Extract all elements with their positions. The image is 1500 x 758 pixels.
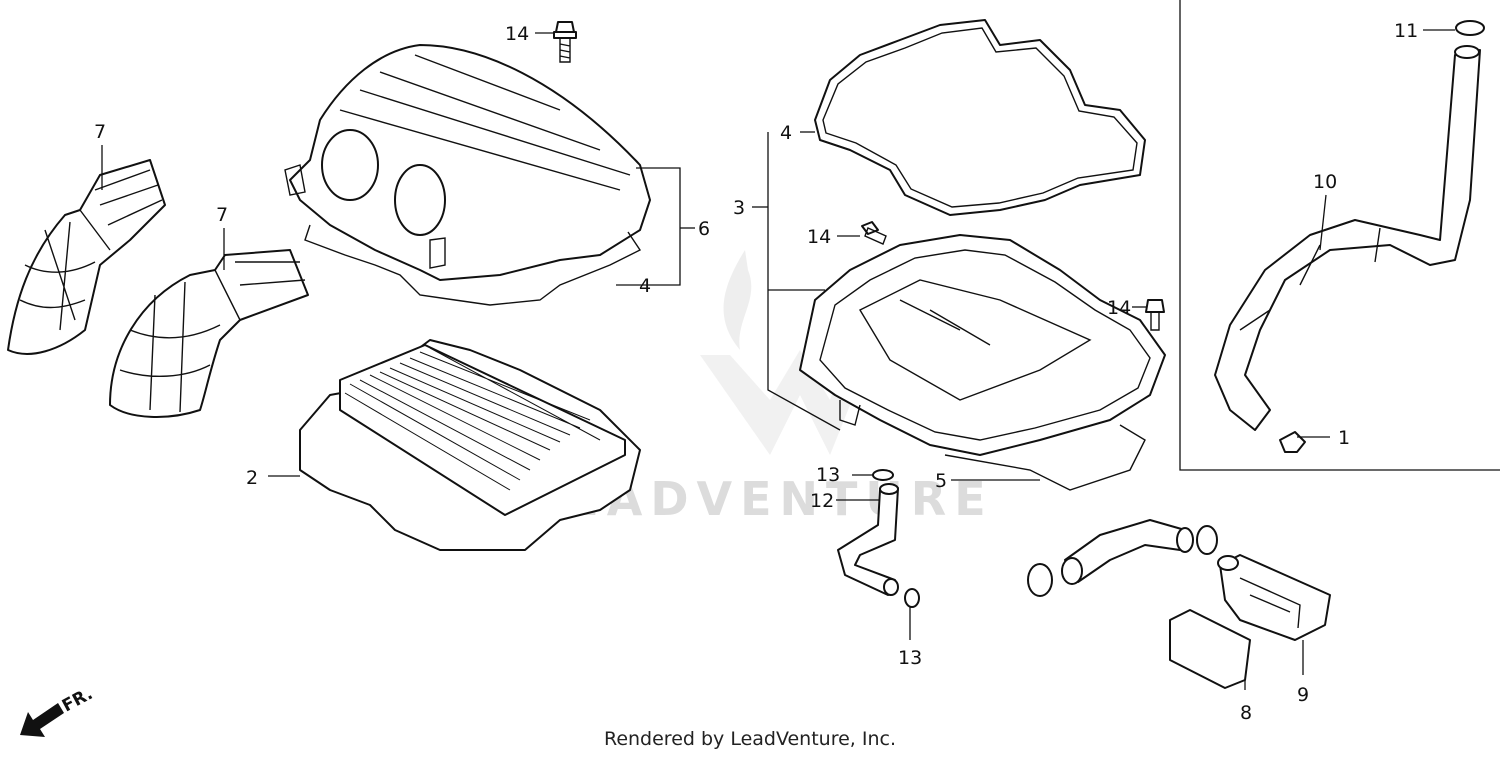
callout-5: 5 — [935, 470, 947, 492]
callout-13-lower: 13 — [898, 647, 922, 669]
case-lower-gasket — [944, 424, 1146, 491]
air-duct-left — [7, 159, 166, 355]
air-cleaner-cover — [284, 44, 651, 281]
bolt-top — [553, 21, 577, 63]
hose-clip-top — [1455, 20, 1485, 36]
credit-text: Rendered by LeadVenture, Inc. — [603, 728, 897, 750]
callout-3: 3 — [733, 197, 745, 219]
callout-14-middle: 14 — [807, 226, 831, 248]
bolt-middle — [861, 221, 887, 245]
cover-gasket — [304, 224, 642, 306]
intake-duct — [1217, 554, 1331, 641]
callout-10: 10 — [1313, 171, 1337, 193]
air-cleaner-case — [799, 234, 1166, 456]
front-indicator-label: FR. — [59, 684, 96, 716]
callout-12: 12 — [810, 490, 834, 512]
callout-4-cover: 4 — [639, 275, 651, 297]
drain-hose — [1214, 45, 1481, 431]
tube-clip-upper — [872, 469, 894, 481]
callout-2: 2 — [246, 467, 258, 489]
leader-lines — [101, 29, 1455, 690]
callout-7-left: 7 — [94, 121, 106, 143]
callout-6: 6 — [698, 218, 710, 240]
intake-hose — [1027, 519, 1218, 597]
callout-4-case: 4 — [780, 122, 792, 144]
air-duct-right — [109, 249, 309, 418]
bolt-right — [1145, 299, 1165, 331]
case-gasket — [814, 19, 1146, 216]
watermark-logo — [700, 250, 870, 455]
callout-14-right: 14 — [1107, 297, 1131, 319]
callout-7-right: 7 — [216, 204, 228, 226]
callout-1: 1 — [1338, 427, 1350, 449]
callout-14-top: 14 — [505, 23, 529, 45]
air-filter-element — [299, 339, 641, 551]
callout-8: 8 — [1240, 702, 1252, 724]
callout-9: 9 — [1297, 684, 1309, 706]
callout-11: 11 — [1394, 20, 1418, 42]
sub-assembly-frame — [1179, 0, 1500, 471]
callout-13-upper: 13 — [816, 464, 840, 486]
hose-clip-bottom — [1279, 431, 1306, 453]
tube-clip-lower — [904, 588, 920, 608]
intake-foam — [1169, 609, 1251, 689]
breather-tube — [837, 483, 899, 596]
